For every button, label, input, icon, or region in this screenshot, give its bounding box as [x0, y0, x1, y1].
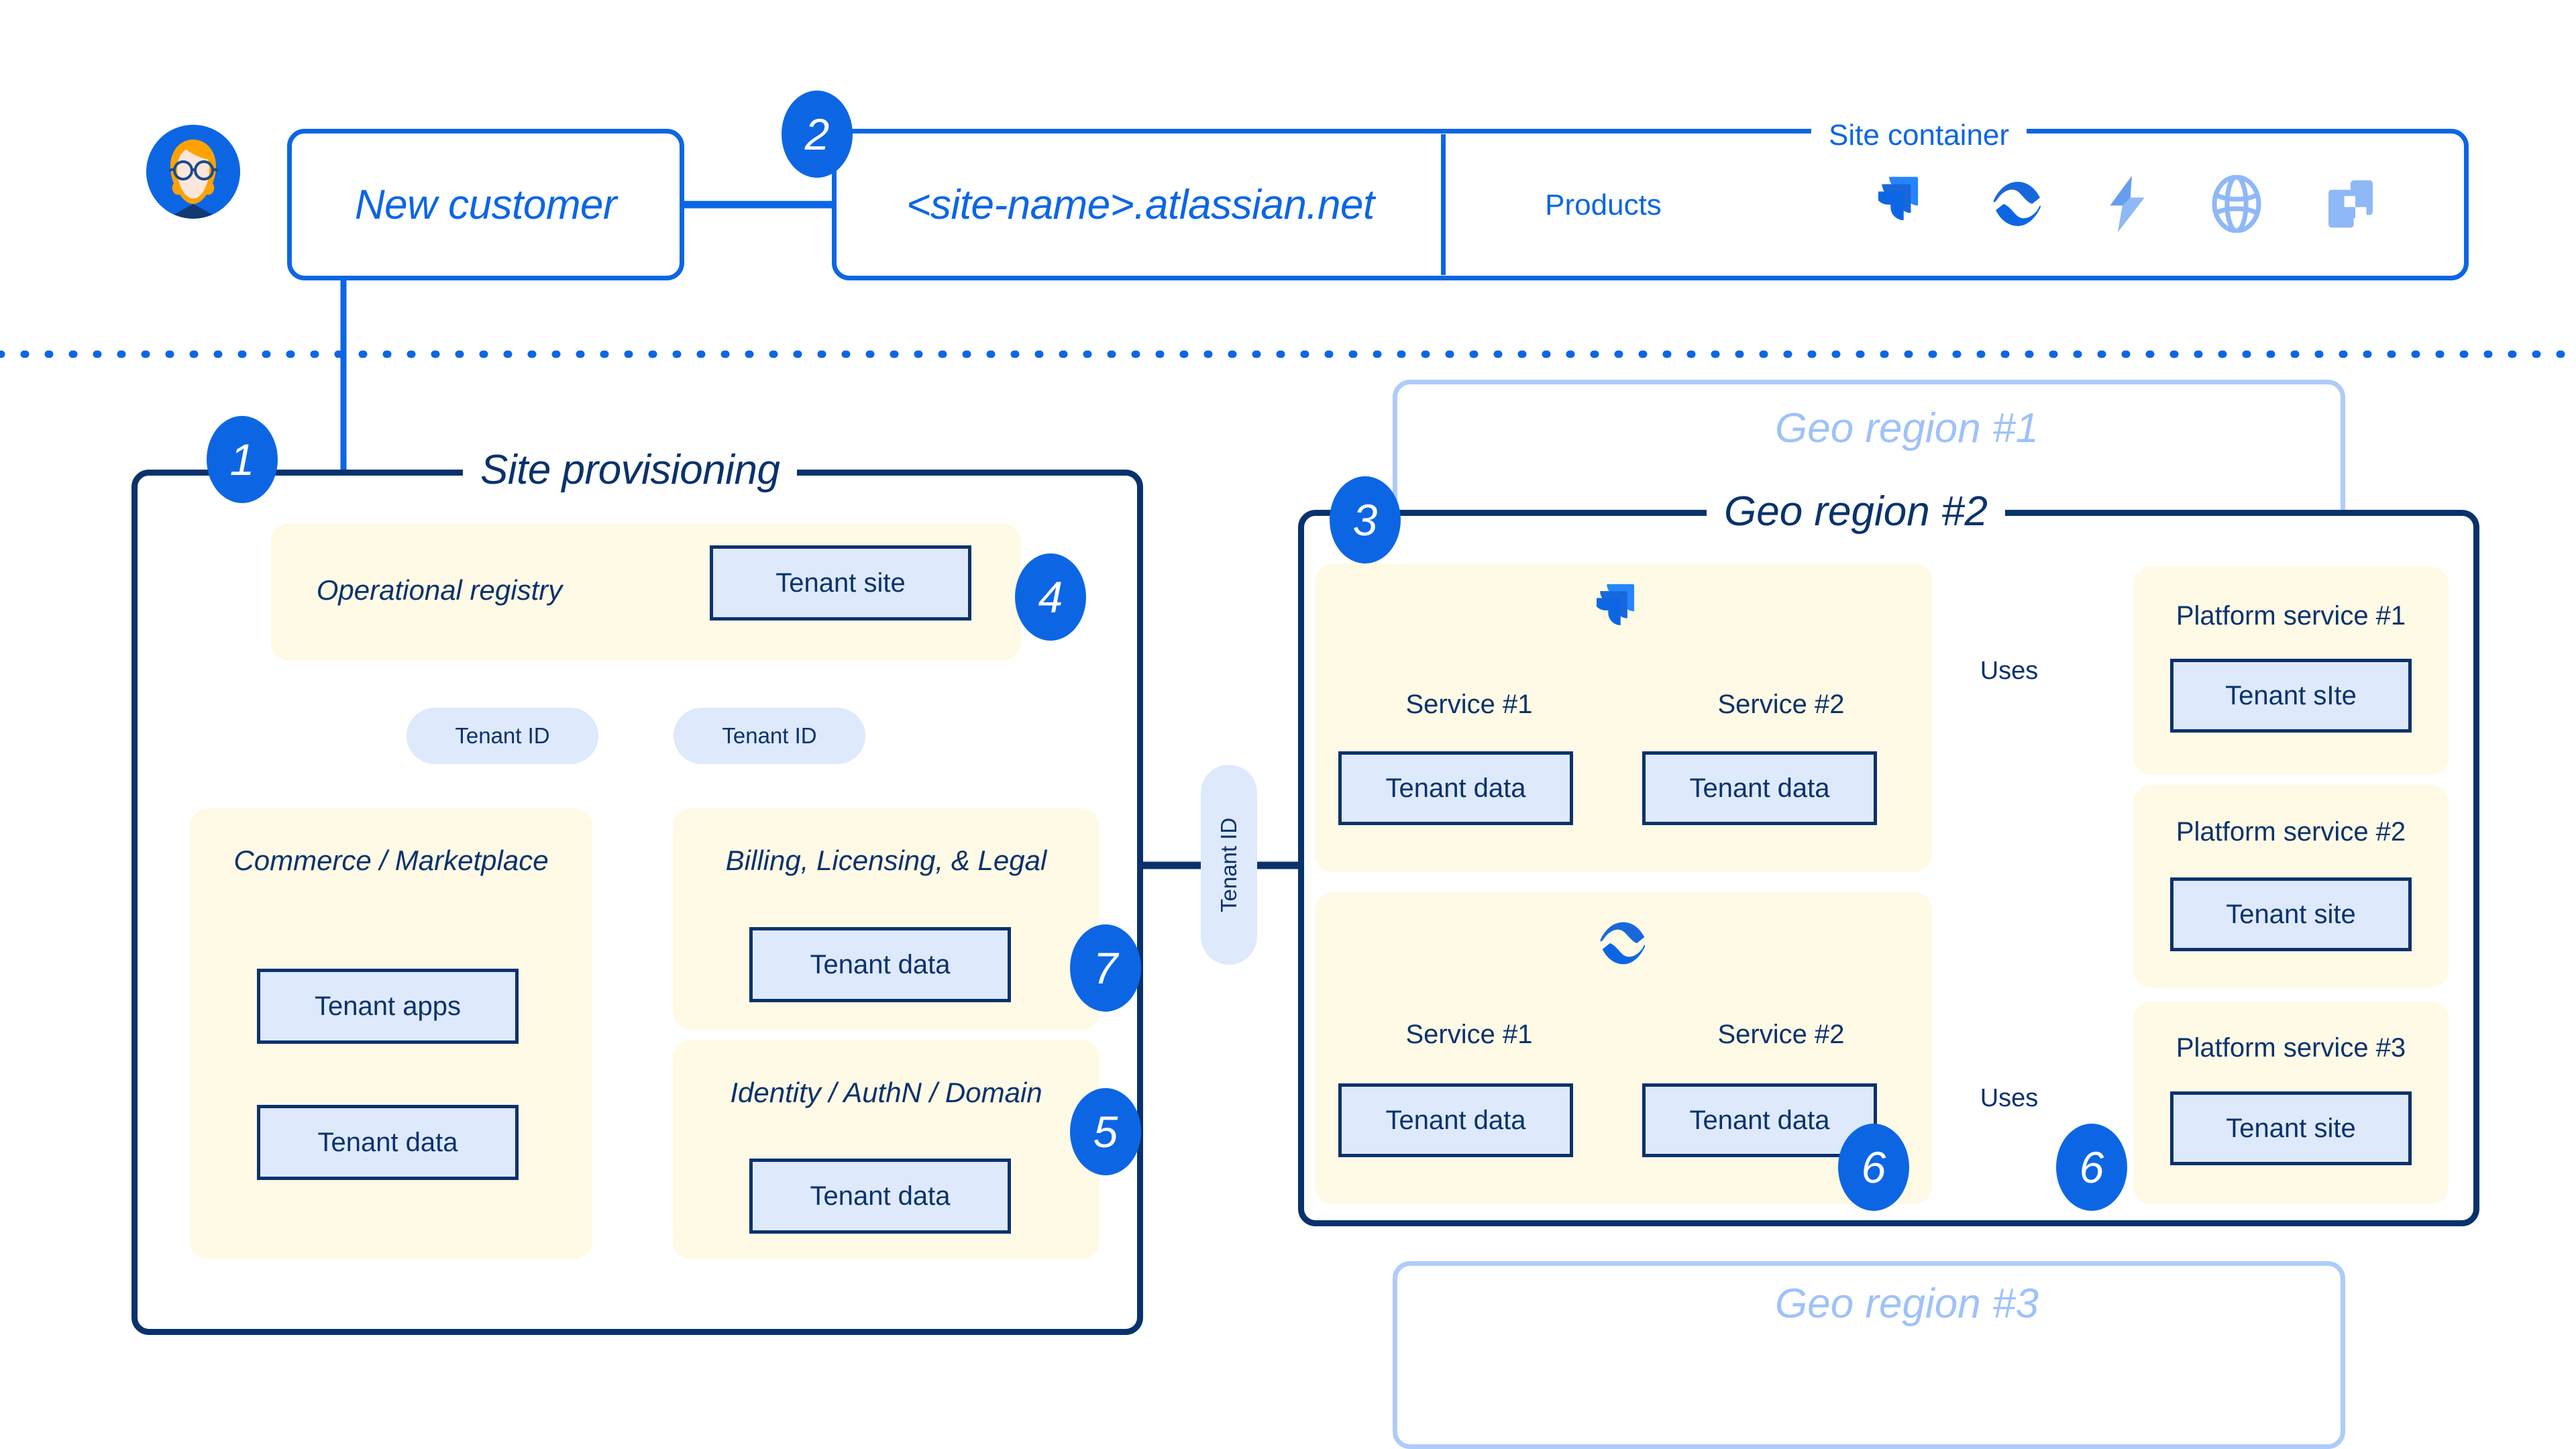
badge-6-a: 6 — [1838, 1124, 1909, 1211]
product-icon-row — [1874, 172, 2415, 239]
tenant-id-pill-left: Tenant ID — [407, 708, 598, 764]
badge-5: 5 — [1070, 1088, 1141, 1175]
billing-tenant-data-tile[interactable]: Tenant data — [749, 927, 1011, 1002]
identity-tenant-data-tile[interactable]: Tenant data — [749, 1159, 1011, 1234]
site-provisioning-title: Site provisioning — [463, 444, 798, 495]
new-customer-box[interactable]: New customer — [287, 129, 684, 280]
region2-jira-service-1-tile[interactable]: Tenant data — [1338, 751, 1573, 825]
commerce-tenant-data-tile[interactable]: Tenant data — [257, 1105, 519, 1180]
tenant-id-bus-pill: Tenant ID — [1201, 765, 1257, 965]
badge-2: 2 — [782, 91, 853, 178]
region2-confluence-service-1-label: Service #1 — [1405, 1019, 1533, 1049]
badge-7: 7 — [1070, 924, 1141, 1012]
site-container-label: Site container — [1811, 118, 2027, 153]
region2-confluence-service-1-tile[interactable]: Tenant data — [1338, 1083, 1573, 1157]
site-name-label: <site-name>.atlassian.net — [906, 181, 1375, 228]
uses-label-top: Uses — [1962, 652, 2056, 690]
platform-service-3-tile[interactable]: Tenant site — [2170, 1091, 2412, 1165]
atlas-icon[interactable] — [2210, 174, 2263, 236]
region2-group-jira-icon — [1593, 584, 1650, 641]
platform-service-1-label: Platform service #1 — [2176, 600, 2406, 631]
region2-confluence-service-2-label: Service #2 — [1717, 1019, 1845, 1049]
region2-group-confluence-icon — [1598, 918, 1652, 971]
region2-jira-service-2-label: Service #2 — [1717, 689, 1845, 719]
geo-region-1-label: Geo region #1 — [1758, 402, 2056, 453]
new-customer-label: New customer — [354, 181, 617, 228]
products-label: Products — [1545, 189, 1662, 221]
region2-jira-service-2-tile[interactable]: Tenant data — [1642, 751, 1877, 825]
site-name-cell[interactable]: <site-name>.atlassian.net — [839, 134, 1442, 275]
site-container-divider — [1441, 134, 1446, 275]
tenant-id-pill-right: Tenant ID — [674, 708, 865, 764]
jira-service-management-icon[interactable] — [2106, 175, 2148, 235]
badge-4: 4 — [1015, 553, 1086, 641]
confluence-icon[interactable] — [1991, 177, 2045, 234]
geo-region-3-label: Geo region #3 — [1758, 1278, 2056, 1329]
badge-3: 3 — [1330, 476, 1401, 564]
customer-avatar — [146, 125, 240, 219]
geo-region-2-label: Geo region #2 — [1707, 484, 2005, 538]
commerce-tenant-apps-tile[interactable]: Tenant apps — [257, 969, 519, 1044]
platform-service-3-label: Platform service #3 — [2176, 1032, 2406, 1063]
region2-jira-service-1-label: Service #1 — [1405, 689, 1533, 719]
registry-tenant-site-tile[interactable]: Tenant site — [710, 545, 971, 621]
region2-confluence-service-2-tile[interactable]: Tenant data — [1642, 1083, 1877, 1157]
badge-1: 1 — [207, 416, 278, 503]
billing-label: Billing, Licensing, & Legal — [725, 845, 1047, 876]
platform-service-2-tile[interactable]: Tenant site — [2170, 877, 2412, 951]
platform-service-1-tile[interactable]: Tenant sIte — [2170, 659, 2412, 733]
platform-service-2-label: Platform service #2 — [2176, 816, 2406, 847]
identity-label: Identity / AuthN / Domain — [730, 1077, 1042, 1108]
uses-label-bottom: Uses — [1962, 1079, 2056, 1117]
commerce-marketplace-label: Commerce / Marketplace — [233, 845, 549, 876]
operational-registry-label: Operational registry — [316, 574, 563, 606]
site-container-box[interactable] — [832, 129, 2469, 280]
compass-icon[interactable] — [2325, 177, 2376, 234]
jira-icon[interactable] — [1874, 176, 1929, 235]
badge-6-b: 6 — [2056, 1124, 2127, 1211]
